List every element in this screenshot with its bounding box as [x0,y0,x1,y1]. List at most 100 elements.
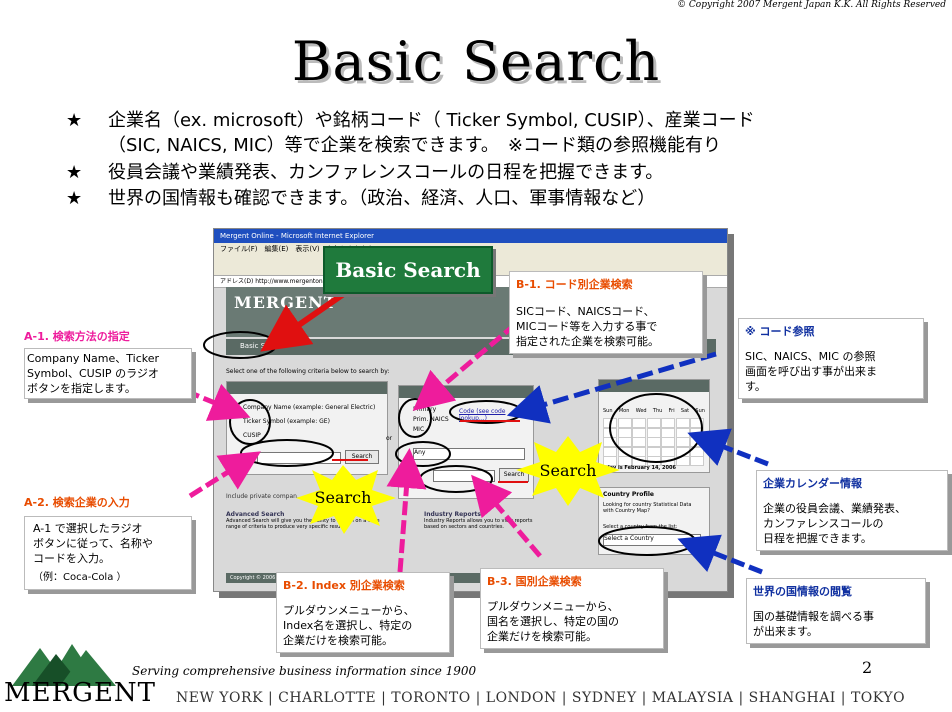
callout-a1-line: ボタンを指定します。 [27,382,136,395]
highlight-company-input [240,439,334,467]
callout-a2-line: ボタンに従って、名称や [33,537,153,550]
callout-b2-line: Index名を選択し、特定の [283,619,413,632]
bullet-1-line1: 企業名（ex. microsoft）や銘柄コード（ Ticker Symbol,… [108,110,755,131]
basic-search-label: Basic Search [323,246,493,294]
callout-a2-line: A-1 で選択したラジオ [33,522,143,535]
callout-a2-line: コードを入力。 [33,552,110,565]
calendar-weekday: Mon [618,408,630,414]
callout-a2: A-2. 検索企業の入力 A-1 で選択したラジオ ボタンに従って、名称や コー… [24,494,194,590]
callout-b3-line: 国名を選択し、特定の国の [487,615,619,628]
slide-title: Basic Search [291,30,661,93]
callout-b3-line: プルダウンメニューから、 [487,600,619,613]
callout-a2-example: （例：Coca-Cola ） [33,572,127,583]
callout-a2-title: A-2. 検索企業の入力 [24,496,130,509]
callout-a1-title: A-1. 検索方法の指定 [24,330,130,343]
ie-title-bar: Mergent Online - Microsoft Internet Expl… [214,229,727,243]
arrow-code-ref [506,351,717,424]
industry-reports-title[interactable]: Industry Reports [424,511,481,518]
highlight-calendar [609,393,703,463]
callout-country-line: が出来ます。 [753,625,818,638]
star-icon: ★ [66,162,83,183]
callout-b2-line: 企業だけを検索可能。 [283,634,393,647]
option-mic[interactable]: MIC [413,426,425,433]
highlight-country-select [419,465,493,493]
private-label: Include private compan... [226,493,303,500]
option-cusip[interactable]: CUSIP [243,432,261,439]
callout-a2-box: A-1 で選択したラジオ ボタンに従って、名称や コードを入力。 （例：Coca… [24,516,192,590]
bullet-1-line2: （SIC, NAICS, MIC）等で企業を検索できます。 ※コード類の参照機能… [108,135,721,156]
footer-cities: NEW YORK | CHARLOTTE | TORONTO | LONDON … [176,690,906,706]
search-burst-2-text: Search [540,461,597,480]
highlight-code-options [398,398,432,438]
highlight-basic-search-tab [203,331,277,359]
search-burst-2: Search [516,436,620,506]
advanced-search-title[interactable]: Advanced Search [226,511,285,518]
callout-country: 世界の国情報の閲覧 国の基礎情報を調べる事 が出来ます。 [746,578,926,644]
arrow-a2 [188,451,261,499]
callout-country-title: 世界の国情報の閲覧 [753,585,852,598]
callout-code-line: す。 [745,380,766,393]
callout-b2: B-2. Index 別企業検索 プルダウンメニューから、 Index名を選択し… [276,572,450,653]
arrow-calendar [687,428,769,467]
callout-b3-title: B-3. 国別企業検索 [487,575,582,588]
callout-b1: B-1. コード別企業検索 SICコード、NAICSコード、 MICコード等を入… [509,271,703,354]
callout-b2-line: プルダウンメニューから、 [283,604,415,617]
callout-b1-line: 指定された企業を検索可能。 [516,335,659,348]
bullet-3: ★ 世界の国情報も確認できます。（政治、経済、人口、軍事情報など） [66,186,926,211]
highlight-country-profile [598,526,696,556]
callout-b1-line: SICコード、NAICSコード、 [516,305,655,318]
mergent-mountain-logo [12,644,116,686]
calendar-weekday: Sat [680,408,690,414]
box-header [599,380,709,392]
arrow-b3 [471,474,542,558]
callout-b3: B-3. 国別企業検索 プルダウンメニューから、 国名を選択し、特定の国の 企業… [480,568,664,649]
arrow-a1 [185,383,251,421]
highlight-index-select [395,441,451,467]
callout-b1-title: B-1. コード別企業検索 [516,278,633,291]
calendar-weekday: Fri [668,408,675,414]
callout-code: ※ コード参照 SIC、NAICS、MIC の参照 画面を呼び出す事が出来ま す… [738,318,924,399]
code-lookup-link[interactable]: Code (see code lookup...) [459,408,506,422]
arrow-b2 [386,448,427,573]
callout-code-line: 画面を呼び出す事が出来ま [745,365,877,378]
callout-calendar-title: 企業カレンダー情報 [763,477,862,490]
callout-calendar-line: カンファレンスコールの [763,517,884,530]
industry-reports-section: Industry Reports Industry Reports allows… [424,511,534,530]
callout-b1-line: MICコード等を入力する事で [516,320,658,333]
callout-calendar: 企業カレンダー情報 企業の役員会議、業績発表、 カンファレンスコールの 日程を把… [756,470,948,551]
callout-country-line: 国の基礎情報を調べる事 [753,610,874,623]
callout-calendar-line: 日程を把握できます。 [763,532,872,545]
calendar-weekday: Thu [652,408,663,414]
calendar-cell[interactable] [617,456,632,466]
callout-a1-line: Company Name、Ticker [27,352,160,365]
or-label: or [386,435,393,442]
calendar-weekday: Sun [695,408,705,414]
search-burst-1: Search [296,465,396,534]
bullet-1: ★ 企業名（ex. microsoft）や銘柄コード（ Ticker Symbo… [66,108,926,133]
calendar-weekdays: Sun Mon Wed Thu Fri Sat Sun [603,408,705,414]
callout-a1: A-1. 検索方法の指定 Company Name、Ticker Symbol、… [24,328,194,399]
callout-code-line: SIC、NAICS、MIC の参照 [745,350,876,363]
star-icon: ★ [66,188,83,209]
bullet-2-text: 役員会議や業績発表、カンファレンスコールの日程を把握できます。 [108,162,664,183]
option-ticker[interactable]: Ticker Symbol (example: GE) [243,418,330,425]
calendar-cell[interactable] [603,456,617,466]
highlight-code-lookup [449,400,523,424]
instruction-text: Select one of the following criteria bel… [226,368,390,375]
advanced-search-text: Advanced Search will give you the abilit… [226,518,380,530]
callout-a1-line: Symbol、CUSIP のラジオ [27,367,159,380]
arrow-country [677,534,763,575]
box-header [227,382,387,394]
country-profile-text: Looking for country Statistical Data wit… [603,502,692,514]
calendar-today: Today is February 14, 2006 [600,465,676,471]
callout-a1-box: Company Name、Ticker Symbol、CUSIP のラジオ ボタ… [24,348,192,399]
calendar-weekday: Sun [603,408,613,414]
highlight-radio-options [229,399,271,445]
callout-code-title: ※ コード参照 [745,325,815,338]
mergent-brand: MERGENT [4,678,157,708]
option-company-name[interactable]: Company Name (example: General Electric) [243,404,376,411]
industry-reports-text: Industry Reports allows you to view repo… [424,518,533,530]
footer-slogan: Serving comprehensive business informati… [132,664,477,678]
calendar-weekday: Wed [635,408,647,414]
